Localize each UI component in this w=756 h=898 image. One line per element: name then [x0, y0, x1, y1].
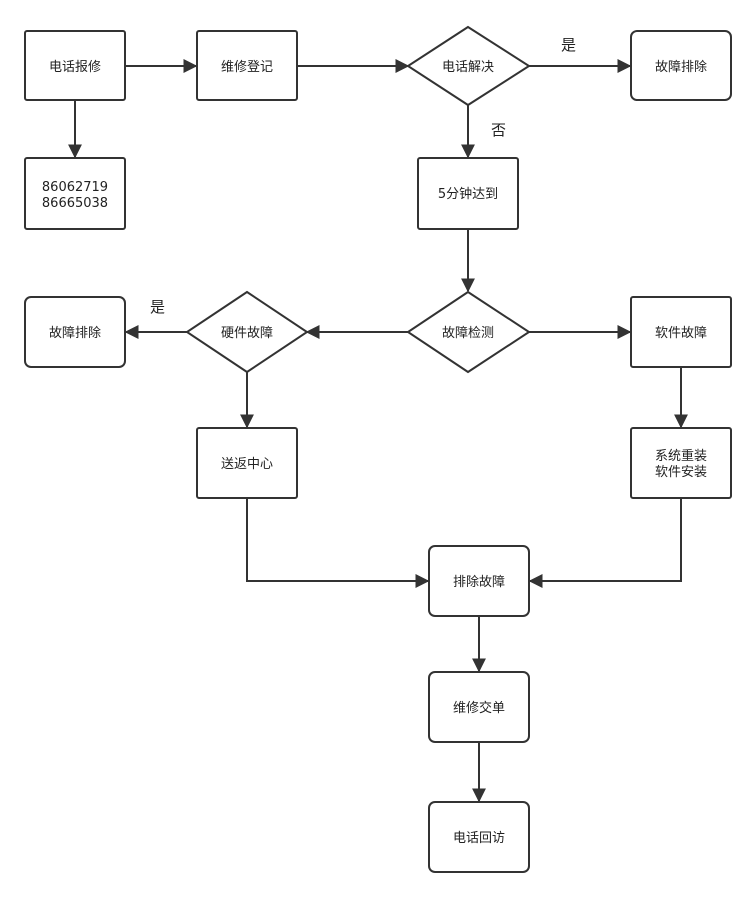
node-label: 电话报修: [49, 60, 101, 75]
node-send-center: 送返中心: [196, 427, 298, 499]
node-phone-report: 电话报修: [24, 30, 126, 101]
node-label: 软件故障: [655, 326, 707, 341]
node-repair-register: 维修登记: [196, 30, 298, 101]
node-label: 维修登记: [221, 60, 273, 75]
node-software-fault: 软件故障: [630, 296, 732, 368]
node-arrive-5min: 5分钟达到: [417, 157, 519, 230]
node-label: 电话回访: [453, 831, 505, 846]
node-fault-clear-top: 故障排除: [630, 30, 732, 101]
node-label: 送返中心: [221, 457, 273, 472]
node-fault-clear-left: 故障排除: [24, 296, 126, 368]
node-clear-fault: 排除故障: [428, 545, 530, 617]
edge-label-no-top: 否: [491, 121, 506, 139]
node-hardware-fault-decision: 硬件故障: [185, 290, 309, 374]
node-label: 电话解决: [442, 60, 494, 75]
node-label: 故障排除: [49, 326, 101, 341]
node-label: 5分钟达到: [438, 186, 498, 202]
edge-reinstall-to-clearfault: [528, 498, 682, 588]
node-label-line-2: 软件安装: [655, 465, 707, 480]
node-system-reinstall: 系统重装 软件安装: [630, 427, 732, 499]
edge-send-to-clearfault: [246, 498, 430, 588]
edge-label-yes-top: 是: [561, 36, 576, 54]
node-label: 故障检测: [442, 326, 494, 341]
edges: [68, 59, 688, 803]
phone-number-1: 86062719: [42, 180, 108, 195]
node-label: 排除故障: [453, 575, 505, 590]
node-repair-order: 维修交单: [428, 671, 530, 743]
node-label: 维修交单: [453, 700, 505, 716]
node-phone-numbers: 86062719 86665038: [24, 157, 126, 230]
node-label-line-1: 系统重装: [655, 448, 707, 464]
node-label: 硬件故障: [221, 326, 273, 341]
node-fault-detect-decision: 故障检测: [406, 290, 531, 374]
phone-number-2: 86665038: [42, 196, 108, 211]
node-phone-resolve-decision: 电话解决: [406, 25, 531, 107]
edge-label-yes-left: 是: [150, 298, 165, 316]
node-label: 故障排除: [655, 60, 707, 75]
node-phone-followup: 电话回访: [428, 801, 530, 873]
